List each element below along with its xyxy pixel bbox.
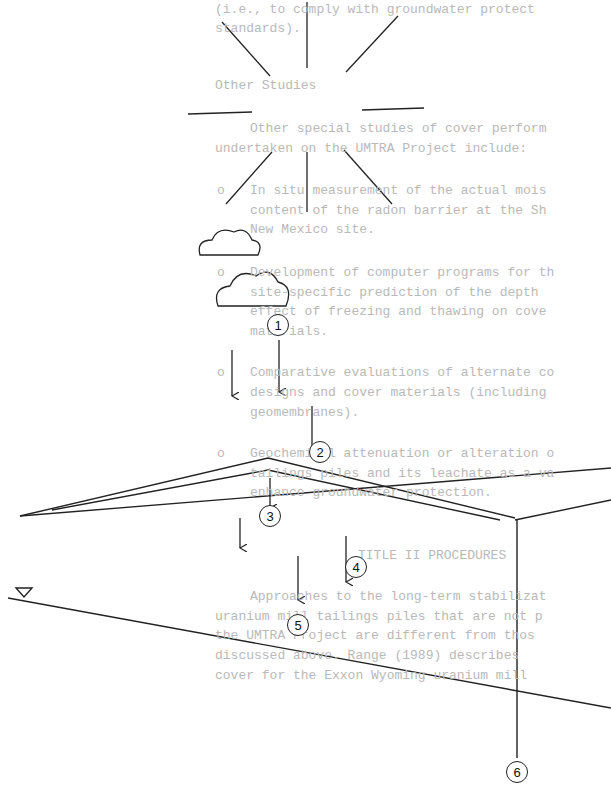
background-text: undertaken on the UMTRA Project include:	[215, 141, 527, 156]
callout-circle: 3	[259, 505, 281, 527]
callout-number: 5	[294, 619, 301, 632]
background-text: cover for the Exxon Wyoming uranium mill	[215, 668, 527, 683]
background-text: Development of computer programs for th	[250, 265, 554, 280]
callout-circle: 2	[309, 441, 331, 463]
callout-number: 4	[352, 561, 359, 574]
background-text: o	[217, 365, 225, 380]
callout-number: 2	[316, 446, 323, 459]
callout-number: 1	[274, 319, 281, 332]
background-text: uranium mill tailings piles that are not…	[215, 609, 543, 624]
background-text: geomembranes).	[250, 405, 359, 420]
callout-circle: 5	[287, 614, 309, 636]
background-text: enhance groundwater protection.	[250, 485, 492, 500]
background-text: o	[217, 265, 225, 280]
background-text: materials.	[250, 324, 328, 339]
background-text: New Mexico site.	[250, 222, 375, 237]
background-text: Geochemical attenuation or alteration o	[250, 446, 554, 461]
background-text: In situ measurement of the actual mois	[250, 183, 546, 198]
background-text: Other special studies of cover perform	[250, 121, 546, 136]
background-text: designs and cover materials (including	[250, 385, 546, 400]
callout-circle: 6	[506, 761, 528, 783]
water-table	[8, 588, 611, 708]
background-text: Other Studies	[215, 78, 316, 93]
background-text: the UMTRA Project are different from tho…	[215, 628, 535, 643]
background-text: tailings piles and its leachate as a va	[250, 466, 554, 481]
background-text: o	[217, 446, 225, 461]
background-text: content of the radon barrier at the Sh	[250, 203, 546, 218]
callout-number: 6	[513, 766, 520, 779]
callout-circle: 1	[267, 314, 289, 336]
background-text: discussed above. Range (1989) describes	[215, 648, 519, 663]
background-text: site-specific prediction of the depth	[250, 285, 539, 300]
background-text: (i.e., to comply with groundwater protec…	[215, 2, 535, 17]
callout-number: 3	[266, 510, 273, 523]
background-text: Approaches to the long-term stabilizat	[250, 589, 546, 604]
background-text: TITLE II PROCEDURES	[358, 548, 506, 563]
background-text: Comparative evaluations of alternate co	[250, 365, 554, 380]
callout-circle: 4	[345, 556, 367, 578]
background-text: o	[217, 183, 225, 198]
sun-rays	[188, 2, 424, 212]
background-text: effect of freezing and thawing on cove	[250, 304, 546, 319]
cover-layers	[20, 458, 611, 758]
background-text: standards).	[215, 21, 301, 36]
